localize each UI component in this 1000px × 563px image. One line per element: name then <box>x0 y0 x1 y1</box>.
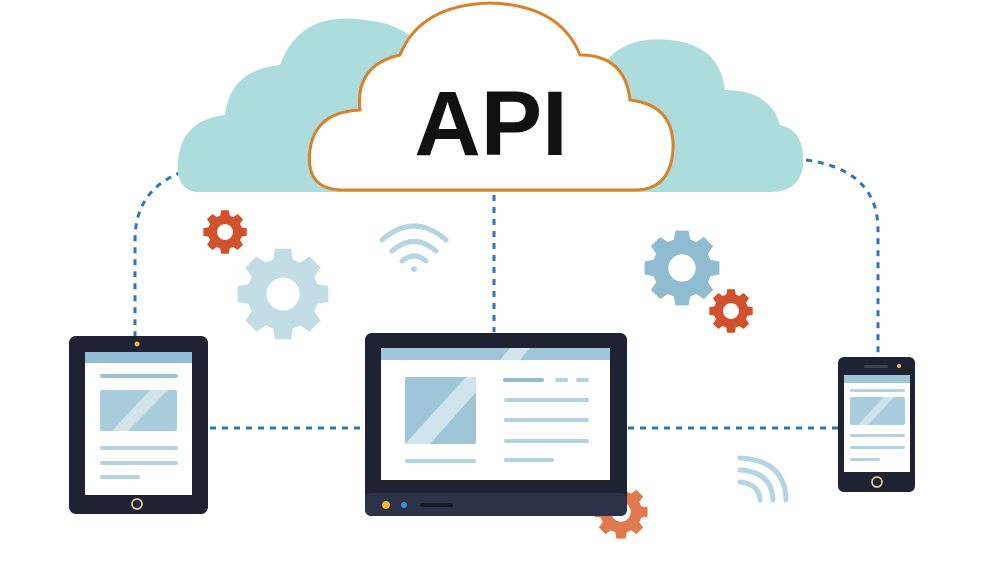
gear-icon <box>203 210 247 254</box>
tablet-icon <box>69 336 208 514</box>
gear-icon <box>644 230 720 306</box>
cloud-label: API <box>414 73 567 175</box>
connector-lines <box>133 158 880 430</box>
wifi-signal-icon <box>737 455 789 503</box>
front-cloud-icon <box>307 1 675 192</box>
wifi-icon <box>379 223 449 272</box>
monitor-icon <box>365 333 627 516</box>
gear-icon <box>237 248 329 340</box>
gear-icon <box>709 289 753 333</box>
phone-icon <box>838 357 915 492</box>
gears <box>203 210 753 340</box>
connector-left <box>133 170 183 336</box>
connector-right <box>805 158 880 357</box>
